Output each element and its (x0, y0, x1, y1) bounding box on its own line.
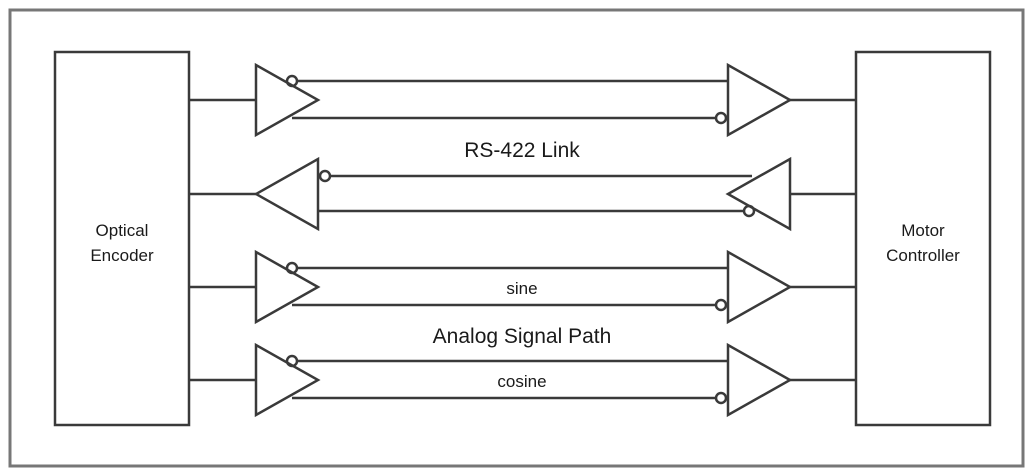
diagram-frame (8, 8, 1025, 468)
rs422-link-label: RS-422 Link (464, 139, 580, 162)
inversion-bubble (714, 391, 728, 405)
optical-encoder-block (53, 50, 191, 427)
cosine-label: cosine (497, 372, 546, 391)
rs422-channel-reverse (189, 156, 856, 232)
line-receiver-triangle (726, 249, 793, 325)
rs422-channel-forward (189, 62, 856, 138)
motor-controller-block (854, 50, 992, 427)
sine-label: sine (506, 279, 537, 298)
inversion-bubble (714, 111, 728, 125)
line-driver-triangle (725, 156, 792, 232)
line-receiver-triangle (253, 156, 320, 232)
optical-encoder-label-line2: Encoder (90, 246, 154, 265)
sine-channel (189, 249, 856, 325)
inversion-bubble (318, 169, 332, 183)
inversion-bubble (714, 298, 728, 312)
line-receiver-triangle (726, 62, 793, 138)
cosine-channel (189, 342, 856, 418)
optical-encoder-label-line1: Optical (96, 221, 149, 240)
motor-controller-label-line1: Motor (901, 221, 945, 240)
analog-signal-path-label: Analog Signal Path (433, 325, 612, 348)
line-receiver-triangle (726, 342, 793, 418)
motor-controller-label-line2: Controller (886, 246, 960, 265)
